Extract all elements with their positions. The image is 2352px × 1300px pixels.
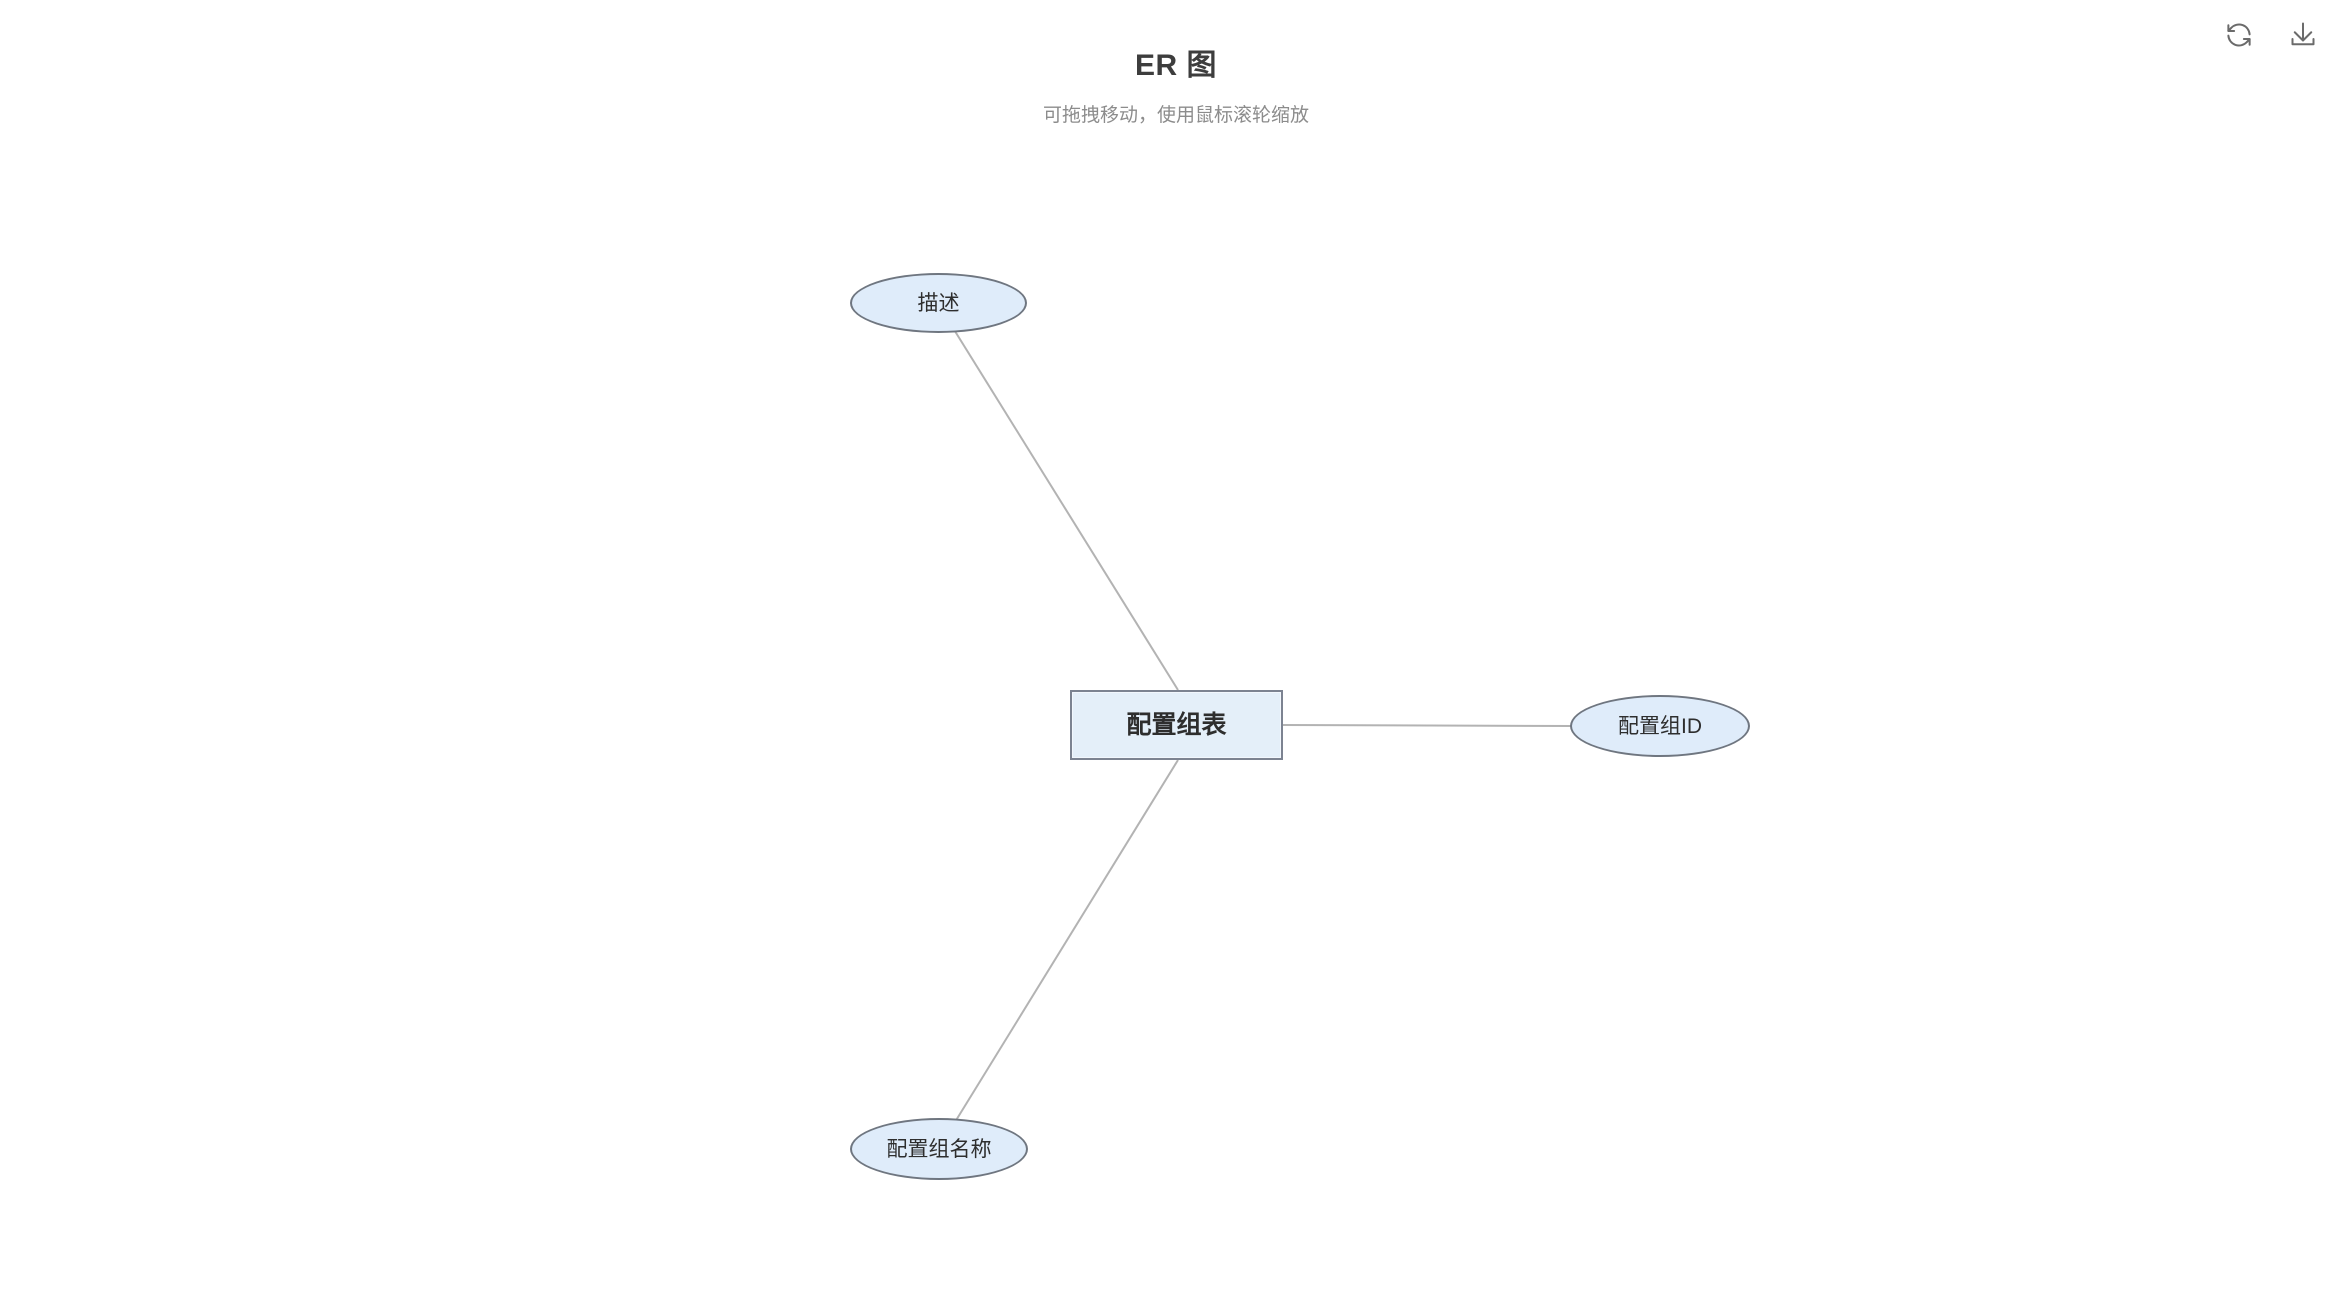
attribute-label-config-group-id: 配置组ID xyxy=(1618,714,1702,738)
refresh-icon xyxy=(2224,20,2254,50)
entity-label-config-group-table: 配置组表 xyxy=(1126,710,1227,739)
edge-entity-to-config-group-id xyxy=(1282,724,1573,727)
attribute-label-config-group-name: 配置组名称 xyxy=(886,1137,992,1161)
download-button[interactable] xyxy=(2282,14,2324,56)
download-icon xyxy=(2288,20,2318,50)
attribute-label-description: 描述 xyxy=(917,291,960,315)
attribute-node-config-group-id[interactable]: 配置组ID xyxy=(1570,695,1750,757)
toolbar xyxy=(2218,14,2324,56)
attribute-node-config-group-name[interactable]: 配置组名称 xyxy=(850,1118,1028,1180)
edge-entity-to-config-group-name xyxy=(954,759,1179,1123)
edge-description-to-entity xyxy=(952,327,1179,691)
attribute-node-description[interactable]: 描述 xyxy=(850,273,1027,333)
refresh-button[interactable] xyxy=(2218,14,2260,56)
entity-node-config-group-table[interactable]: 配置组表 xyxy=(1070,690,1283,760)
